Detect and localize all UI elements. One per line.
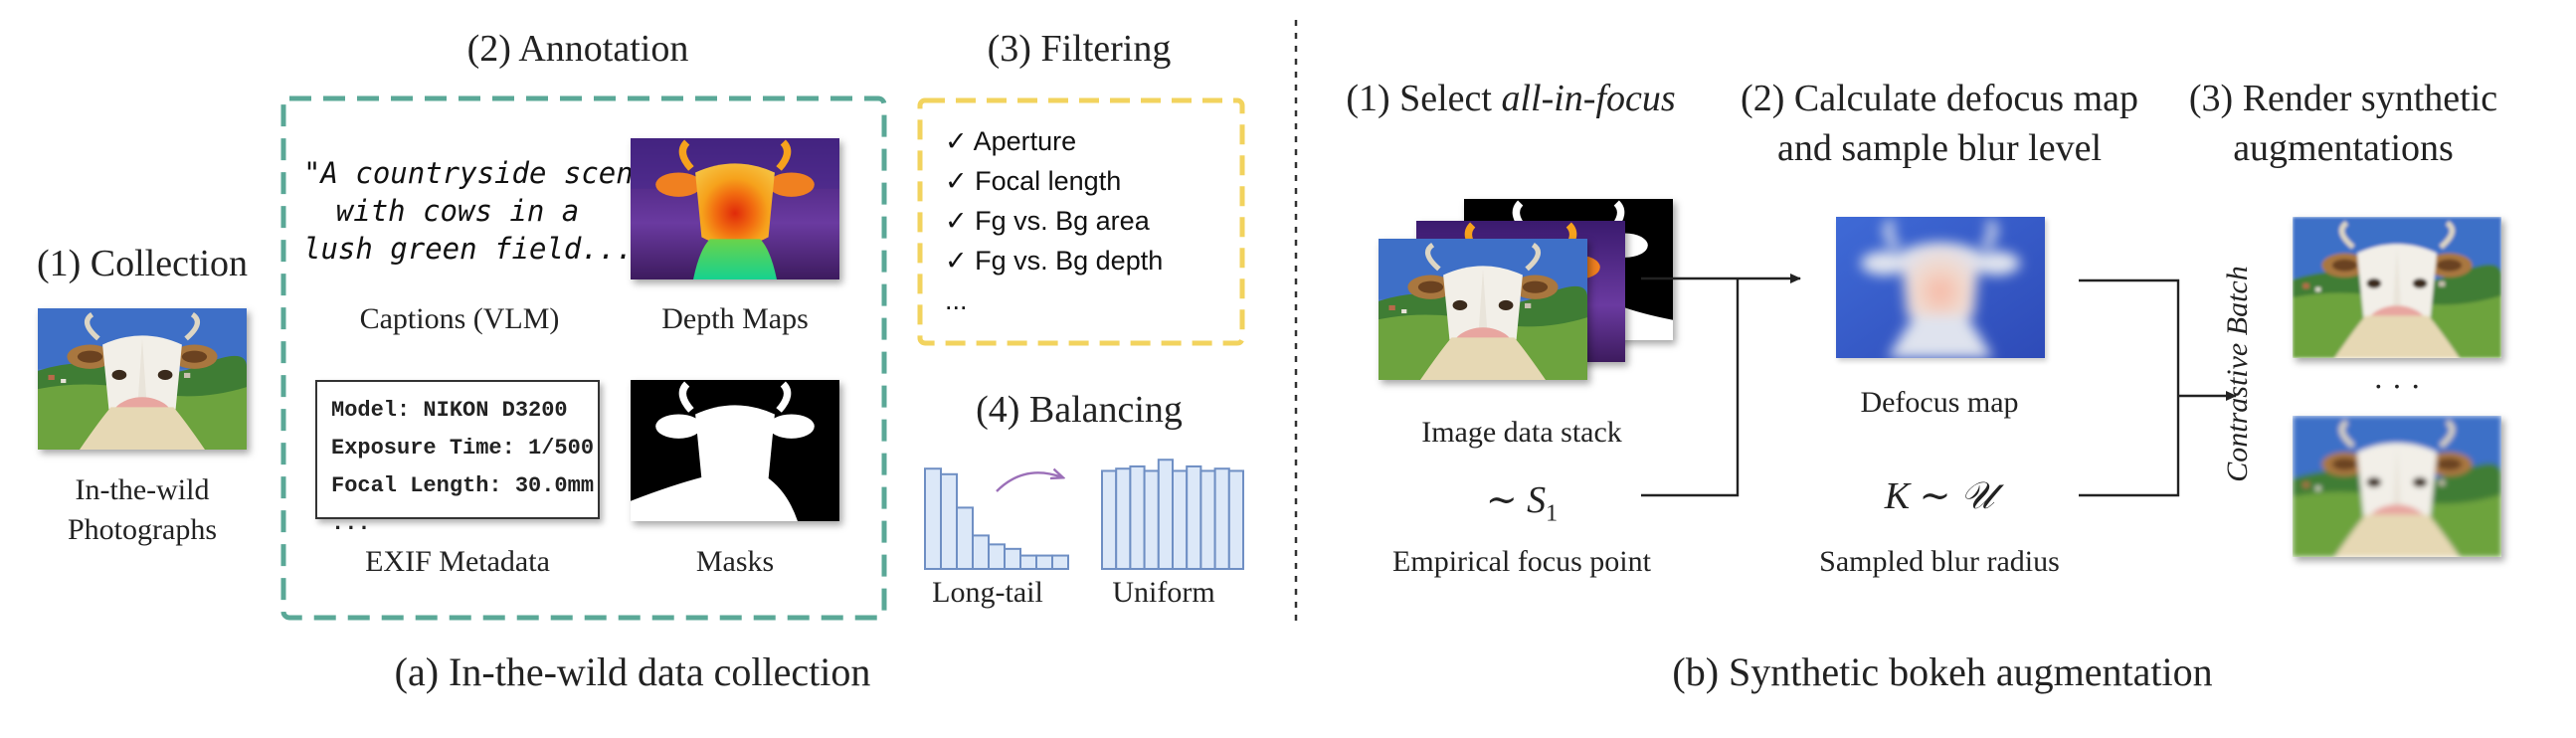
- vlm-caption-quote: "A countryside scene with cows in a lush…: [303, 156, 651, 266]
- longtail-bar-8: [1035, 554, 1053, 570]
- defocus-map-label: Defocus map: [1860, 386, 2019, 419]
- defocus-to-render-connector: [2079, 278, 2180, 396]
- filter-item-fg-bg-area: ✓ Fg vs. Bg area: [945, 206, 1150, 236]
- defocus-heading-line1: (2) Calculate defocus map: [1741, 78, 2138, 119]
- focus-to-defocus-connector: [1641, 278, 1740, 497]
- filtering-heading: (3) Filtering: [987, 28, 1172, 70]
- uniform-bar-1: [1101, 469, 1118, 570]
- blur-radius-symbol: K ∼ 𝒰: [1884, 475, 1995, 517]
- uniform-bar-9: [1213, 467, 1230, 571]
- balancing-arrow: [996, 472, 1062, 492]
- filter-item-focal-length: ✓ Focal length: [945, 166, 1122, 196]
- augmented-image-1: [2293, 217, 2501, 358]
- uniform-histogram: [1101, 459, 1244, 571]
- panel-b-caption: (b) Synthetic bokeh augmentation: [1672, 649, 2213, 694]
- longtail-bar-3: [956, 506, 974, 570]
- balancing-heading: (4) Balancing: [976, 389, 1183, 431]
- uniform-bar-7: [1186, 464, 1202, 570]
- filter-item-more: ...: [945, 285, 968, 315]
- select-heading-emph: all-in-focus: [1501, 78, 1676, 119]
- batch-ellipsis: · · ·: [2373, 368, 2421, 404]
- depth-map-image: [631, 138, 839, 279]
- collection-caption-line2: Photographs: [68, 513, 217, 546]
- longtail-histogram: [924, 467, 1069, 571]
- stack-rgb-layer: [1379, 239, 1587, 380]
- focus-symbol-subscript: 1: [1546, 500, 1559, 527]
- image-stack-label: Image data stack: [1421, 416, 1622, 449]
- annotation-heading: (2) Annotation: [466, 28, 689, 70]
- uniform-bar-4: [1143, 469, 1160, 570]
- focus-symbol-text: ∼ S: [1485, 479, 1547, 521]
- blur-radius-label: Sampled blur radius: [1819, 545, 2060, 578]
- masks-label: Masks: [695, 545, 775, 578]
- collection-photo: [38, 308, 247, 450]
- contrastive-batch-label: Contrastive Batch: [2221, 266, 2254, 482]
- longtail-bar-7: [1019, 554, 1037, 570]
- collection-heading: (1) Collection: [36, 243, 249, 284]
- focus-point-symbol: ∼ S1: [1486, 477, 1558, 528]
- defocus-heading-line2: and sample blur level: [1776, 127, 2103, 169]
- uniform-bar-6: [1172, 469, 1189, 570]
- select-heading-prefix: (1) Select: [1346, 78, 1502, 119]
- captions-label: Captions (VLM): [359, 302, 560, 335]
- uniform-bar-3: [1129, 464, 1146, 570]
- longtail-bar-5: [988, 543, 1006, 570]
- render-heading-line2: augmentations: [2233, 127, 2454, 169]
- depth-maps-label: Depth Maps: [661, 302, 809, 335]
- render-heading-line1: (3) Render synthetic: [2188, 78, 2498, 119]
- uniform-label: Uniform: [1112, 576, 1215, 609]
- filter-item-fg-bg-depth: ✓ Fg vs. Bg depth: [945, 246, 1164, 276]
- collection-caption-line1: In-the-wild: [75, 473, 210, 506]
- mask-image: [631, 380, 839, 521]
- longtail-label: Long-tail: [932, 576, 1043, 609]
- uniform-bar-2: [1115, 467, 1132, 571]
- uniform-bar-5: [1157, 459, 1175, 571]
- longtail-bar-6: [1004, 547, 1021, 570]
- augmented-image-2: [2293, 416, 2501, 557]
- longtail-bar-2: [940, 472, 958, 570]
- longtail-bar-1: [924, 467, 942, 571]
- filtering-dashed-box: [917, 97, 1245, 346]
- flow-connectors: [1641, 274, 2237, 497]
- exif-metadata-box: Model: NIKON D3200 Exposure Time: 1/500 …: [315, 380, 600, 536]
- balancing-histograms: [924, 459, 1244, 571]
- blur-to-render-connector: [2079, 396, 2180, 497]
- panel-divider: [1294, 20, 1298, 627]
- defocus-map-image: [1836, 217, 2045, 358]
- filtering-list: ✓ Aperture ✓ Focal length ✓ Fg vs. Bg ar…: [945, 121, 1163, 320]
- longtail-bar-4: [972, 534, 990, 570]
- panel-a-caption: (a) In-the-wild data collection: [394, 649, 871, 694]
- annotation-dashed-box: [280, 95, 887, 621]
- select-all-in-focus-heading: (1) Select all-in-focus: [1346, 77, 1675, 120]
- uniform-bar-10: [1227, 469, 1244, 570]
- longtail-bar-9: [1051, 554, 1069, 570]
- uniform-bar-8: [1199, 469, 1216, 570]
- filter-item-aperture: ✓ Aperture: [945, 126, 1077, 156]
- focus-point-label: Empirical focus point: [1392, 545, 1651, 578]
- exif-label: EXIF Metadata: [365, 545, 550, 578]
